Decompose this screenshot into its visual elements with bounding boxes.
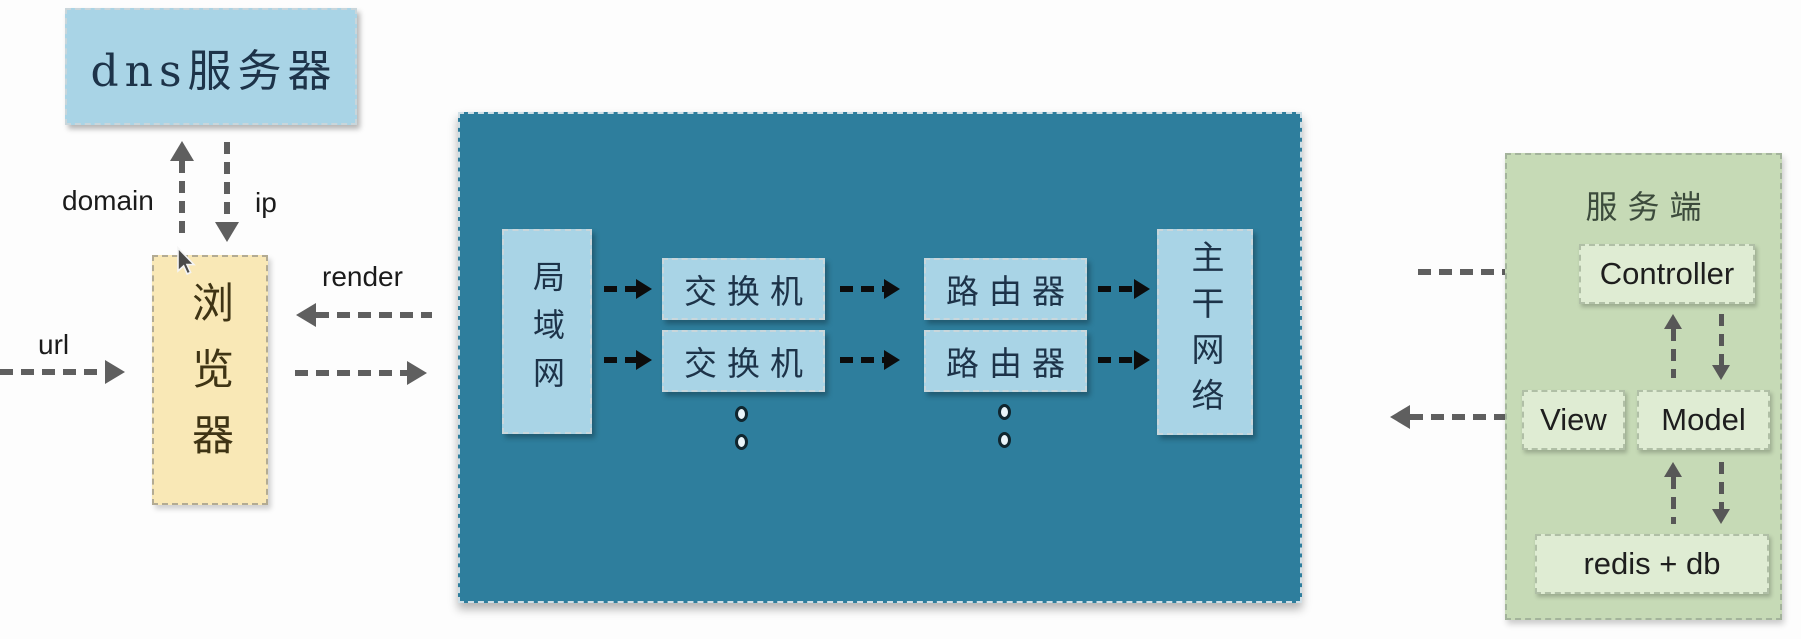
arrow-shaft	[1670, 477, 1676, 524]
arrow-shaft	[1098, 286, 1134, 292]
lan-box: 局域网	[502, 229, 592, 434]
arrow-head	[1134, 279, 1150, 299]
url-label: url	[38, 329, 70, 360]
arrow-shaft	[604, 357, 636, 363]
redis-db-label: redis + db	[1583, 546, 1721, 581]
server-panel-title: 服务端	[1585, 188, 1712, 226]
arrow-model-to-redis	[1712, 462, 1730, 524]
arrow-head	[1712, 509, 1730, 524]
arrow-redis-to-model	[1664, 462, 1682, 524]
arrow-shaft	[1670, 329, 1676, 378]
router-label: 路由器	[946, 272, 1075, 311]
switch-box-1: 交换机	[662, 258, 825, 320]
ellipsis-dot	[735, 406, 748, 422]
arrow-shaft	[840, 286, 884, 292]
dns-server-label: dns服务器	[90, 45, 338, 97]
arrow-render-in	[296, 303, 432, 327]
switch-box-2: 交换机	[662, 330, 825, 392]
arrow-controller-to-model	[1712, 314, 1730, 380]
arrow-ip-down	[215, 142, 239, 242]
browser-box: 浏览器	[152, 255, 268, 505]
switch-label: 交换机	[684, 344, 813, 383]
arrow-shaft	[316, 312, 432, 318]
arrow-head	[1664, 462, 1682, 477]
arrow-head	[105, 360, 125, 384]
arrow-head	[1390, 405, 1410, 429]
ellipsis-dot	[998, 432, 1011, 448]
view-label: View	[1540, 402, 1607, 437]
arrow-head	[215, 222, 239, 242]
arrow-head	[1664, 314, 1682, 329]
arrow-url-in	[0, 360, 125, 384]
arrow-domain-up	[170, 141, 194, 241]
arrow-head	[407, 361, 427, 385]
arrow-shaft	[179, 161, 185, 241]
backbone-label: 主干网络	[1186, 240, 1225, 424]
arrow-shaft	[1418, 269, 1544, 275]
arrow-shaft	[604, 286, 636, 292]
redis-db-box: redis + db	[1535, 534, 1769, 594]
browser-label: 浏览器	[185, 281, 235, 479]
lan-label: 局域网	[528, 259, 566, 404]
arrow-view-out	[1390, 405, 1520, 429]
switch-label: 交换机	[684, 272, 813, 311]
arrow-head	[170, 141, 194, 161]
arrow-shaft	[1718, 314, 1724, 365]
arrow-head	[636, 350, 652, 370]
controller-box: Controller	[1579, 244, 1755, 304]
network-panel: 局域网 交换机 交换机 路由器 路由器	[458, 112, 1302, 603]
arrow-head	[884, 279, 900, 299]
arrow-head	[1134, 350, 1150, 370]
arrow-shaft	[1718, 462, 1724, 509]
mouse-cursor-icon	[177, 246, 196, 276]
arrow-shaft	[1098, 357, 1134, 363]
ellipsis-dot	[998, 404, 1011, 420]
arrow-shaft	[1410, 414, 1520, 420]
controller-label: Controller	[1599, 256, 1735, 291]
arrow-head	[636, 279, 652, 299]
arrow-shaft	[224, 142, 230, 222]
arrow-browser-out	[295, 361, 427, 385]
server-panel: 服务端 Controller View Model redis + db	[1505, 153, 1782, 620]
dns-server-box: dns服务器	[65, 8, 357, 125]
arrow-head	[1712, 365, 1730, 380]
model-box: Model	[1637, 390, 1770, 450]
arrow-shaft	[295, 370, 407, 376]
render-label: render	[322, 261, 403, 292]
arrow-shaft	[0, 369, 105, 375]
arrow-router-backbone-1	[1098, 279, 1150, 299]
arrow-lan-switch-2	[604, 350, 652, 370]
arrow-model-to-controller	[1664, 314, 1682, 378]
router-box-2: 路由器	[924, 330, 1087, 392]
arrow-head	[884, 350, 900, 370]
arrow-switch-router-1	[840, 279, 900, 299]
backbone-box: 主干网络	[1157, 229, 1253, 435]
arrow-head	[296, 303, 316, 327]
ip-label: ip	[255, 187, 277, 218]
router-box-1: 路由器	[924, 258, 1087, 320]
ellipsis-dot	[735, 434, 748, 450]
arrow-shaft	[840, 357, 884, 363]
arrow-switch-router-2	[840, 350, 900, 370]
arrow-lan-switch-1	[604, 279, 652, 299]
arrow-router-backbone-2	[1098, 350, 1150, 370]
router-label: 路由器	[946, 344, 1075, 383]
view-box: View	[1522, 390, 1625, 450]
model-label: Model	[1661, 402, 1746, 437]
domain-label: domain	[62, 185, 154, 216]
